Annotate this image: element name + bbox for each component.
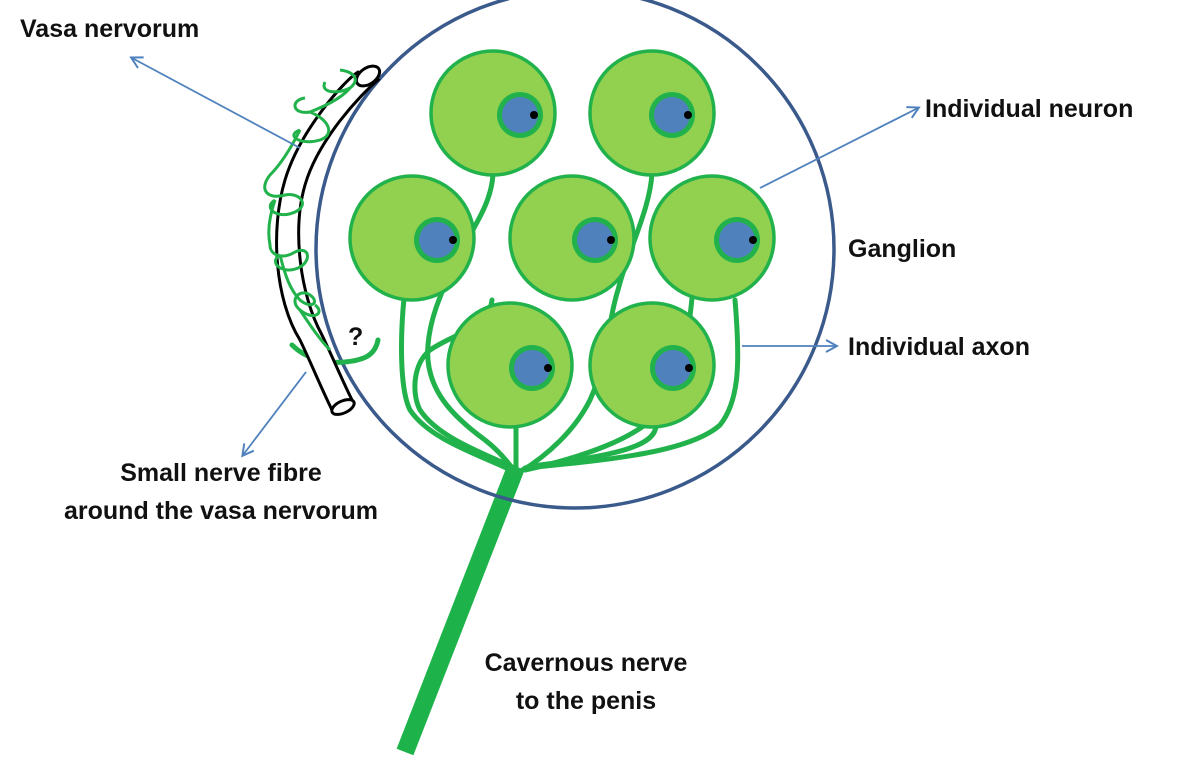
neuron-nucleolus — [607, 236, 615, 244]
neuron-nucleolus — [684, 111, 692, 119]
neuron-nucleolus — [685, 364, 693, 372]
label-cavernous-nerve-line2: to the penis — [450, 686, 722, 716]
neuron-bottom-right — [590, 303, 714, 427]
label-individual-axon: Individual axon — [848, 332, 1030, 362]
neuron-nucleolus — [449, 236, 457, 244]
arrow-small-nerve-fibre — [243, 372, 306, 455]
neuron-top-right — [590, 51, 714, 175]
neuron-top-left — [431, 51, 555, 175]
label-question-mark: ? — [348, 322, 363, 352]
label-ganglion: Ganglion — [848, 234, 956, 264]
neuron-mid-right — [650, 176, 774, 300]
arrow-individual-neuron — [760, 108, 918, 188]
neuron-nucleolus — [749, 236, 757, 244]
neuron-nucleolus — [544, 364, 552, 372]
label-small-nerve-fibre-line2: around the vasa nervorum — [36, 496, 406, 526]
neuron-bottom-left — [448, 303, 572, 427]
label-vasa-nervorum: Vasa nervorum — [20, 14, 199, 44]
neuron-mid-left — [350, 176, 474, 300]
neuron-mid-center — [510, 176, 634, 300]
neuron-nucleolus — [530, 111, 538, 119]
arrow-vasa-nervorum — [132, 58, 300, 148]
label-individual-neuron: Individual neuron — [925, 94, 1133, 124]
label-small-nerve-fibre-line1: Small nerve fibre — [56, 458, 386, 488]
label-cavernous-nerve-line1: Cavernous nerve — [450, 648, 722, 678]
